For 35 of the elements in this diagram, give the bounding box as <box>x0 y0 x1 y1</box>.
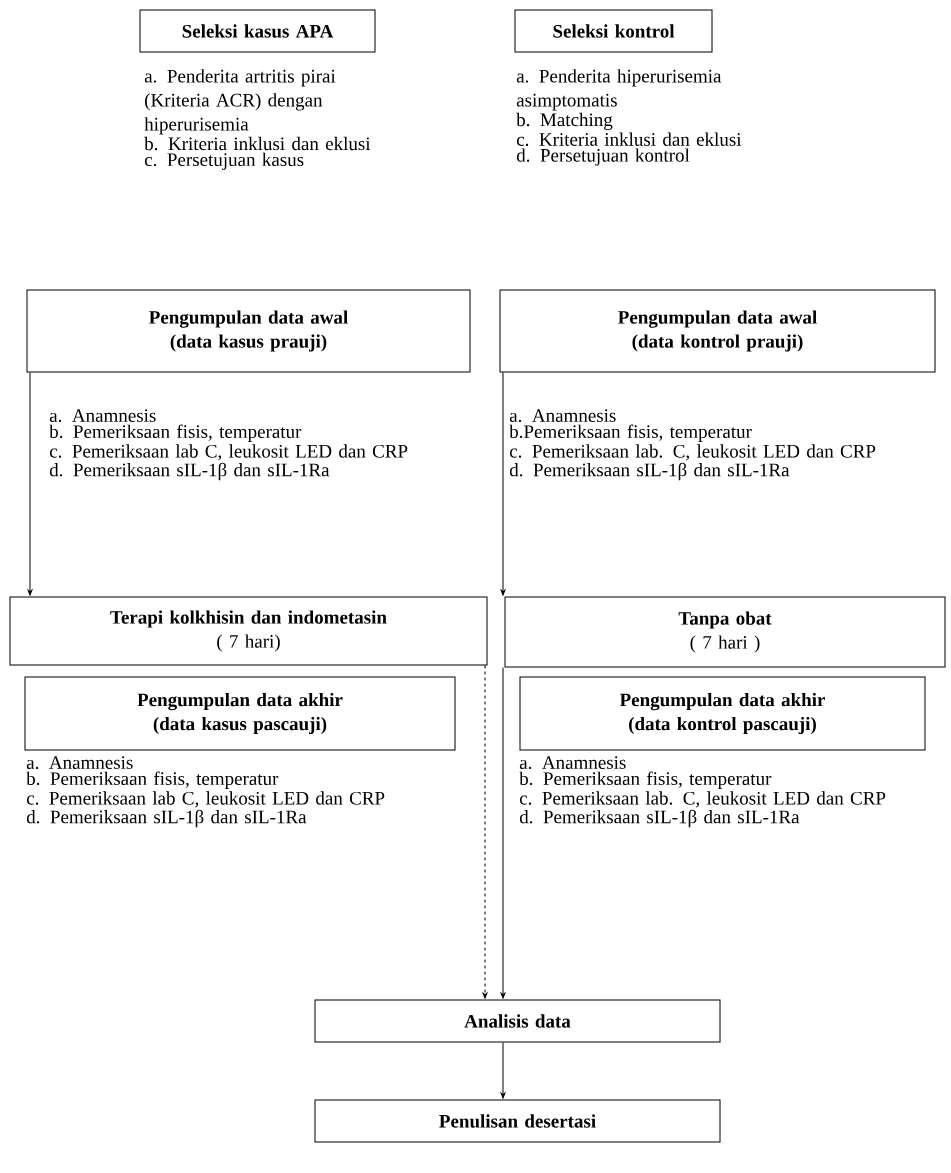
list-item: c. Pemeriksaan lab C, leukosit LED dan CRP <box>26 791 385 808</box>
process-box: Pengumpulan data awal (data kontrol prauji) <box>499 289 936 373</box>
list-item: c. Kriteria inklusi dan eklusi <box>516 132 742 146</box>
list-item: b. Pemeriksaan fisis, temperatur <box>26 771 279 789</box>
list-item: d. Pemeriksaan sIL-1β dan sIL-1Ra <box>509 462 790 481</box>
list-item: b. Matching <box>516 112 613 131</box>
arrow <box>482 665 488 999</box>
process-box: Tanpa obat ( 7 hari ) <box>504 596 946 668</box>
list-item: a. Anamnesis <box>509 409 616 423</box>
list-item: c. Pemeriksaan lab. C, leukosit LED dan CRP <box>509 444 876 461</box>
list-item: d. Pemeriksaan sIL-1β dan sIL-1Ra <box>49 462 330 481</box>
list-item: d. Pemeriksaan sIL-1β dan sIL-1Ra <box>519 809 800 828</box>
process-box: Seleksi kontrol <box>514 9 713 53</box>
arrow <box>500 667 506 999</box>
list-item: a. Anamnesis <box>49 409 156 423</box>
process-box: Pengumpulan data akhir (data kasus pascauji) <box>24 676 456 751</box>
list-item: a. Anamnesis <box>519 756 626 770</box>
process-box: Pengumpulan data akhir (data kontrol pascauji) <box>519 676 926 751</box>
arrow <box>500 1042 506 1099</box>
arrow <box>500 372 506 596</box>
process-box: Penulisan desertasi <box>314 1099 721 1143</box>
list-item: b.Pemeriksaan fisis, temperatur <box>509 424 752 442</box>
list-item: c. Persetujuan kasus <box>144 152 304 170</box>
process-box: Terapi kolkhisin dan indometasin ( 7 hari) <box>9 596 488 666</box>
process-box: Seleksi kasus APA <box>139 9 376 53</box>
list-item: c. Pemeriksaan lab. C, leukosit LED dan CRP <box>519 791 886 808</box>
process-box: Analisis data <box>314 999 721 1043</box>
list-item: b. Kriteria inklusi dan eklusi <box>144 136 371 151</box>
list-item: b. Pemeriksaan fisis, temperatur <box>49 424 302 442</box>
list-item: d. Persetujuan kontrol <box>516 148 690 166</box>
list-item: c. Pemeriksaan lab C, leukosit LED dan CRP <box>49 444 408 461</box>
arrow <box>27 372 33 596</box>
process-box: Pengumpulan data awal (data kasus prauji) <box>26 289 471 373</box>
list-item: d. Pemeriksaan sIL-1β dan sIL-1Ra <box>26 809 307 828</box>
list-item: b. Pemeriksaan fisis, temperatur <box>519 771 772 789</box>
